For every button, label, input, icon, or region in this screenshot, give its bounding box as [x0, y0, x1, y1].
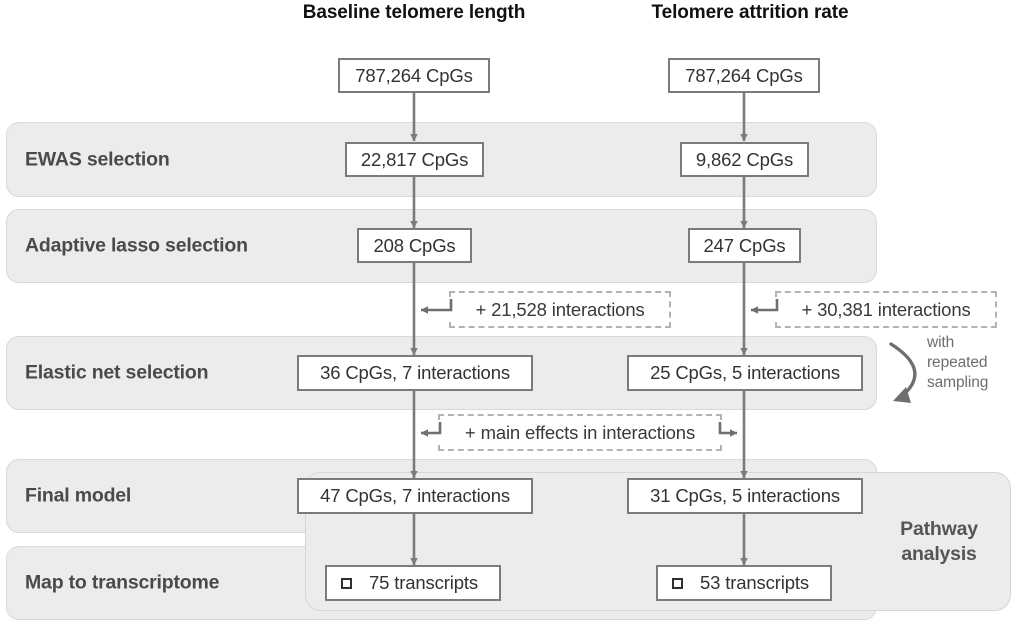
node-transcripts-baseline-label: 75 transcripts — [369, 572, 478, 593]
annotation-main-effects[interactable]: + main effects in interactions — [436, 414, 724, 451]
node-lasso-cpgs-baseline[interactable]: 208 CpGs — [357, 228, 472, 263]
stage-label-adaptive-lasso-selection: Adaptive lasso selection — [25, 234, 248, 257]
pathway-analysis-title-line2: analysis — [901, 542, 977, 565]
stage-label-elastic-net-selection: Elastic net selection — [25, 361, 209, 384]
column-header-baseline: Baseline telomere length — [302, 2, 526, 23]
node-ewas-cpgs-baseline[interactable]: 22,817 CpGs — [345, 142, 484, 177]
annotation-interactions-baseline[interactable]: + 21,528 interactions — [447, 291, 671, 328]
node-lasso-cpgs-attrition[interactable]: 247 CpGs — [688, 228, 801, 263]
node-input-cpgs-attrition[interactable]: 787,264 CpGs — [668, 58, 820, 93]
node-elastic-net-baseline[interactable]: 36 CpGs, 7 interactions — [297, 355, 533, 391]
node-input-cpgs-baseline[interactable]: 787,264 CpGs — [338, 58, 490, 93]
node-final-model-baseline[interactable]: 47 CpGs, 7 interactions — [297, 478, 533, 514]
square-marker-icon — [672, 577, 683, 589]
pathway-analysis-label: Pathway analysis — [876, 517, 1002, 567]
stage-label-map-to-transcriptome: Map to transcriptome — [25, 571, 220, 594]
square-marker-icon — [341, 577, 352, 589]
stage-label-final-model: Final model — [25, 484, 132, 507]
node-transcripts-attrition[interactable]: 53 transcripts — [656, 565, 832, 601]
pathway-analysis-title-line1: Pathway — [900, 517, 978, 540]
annotation-interactions-attrition[interactable]: + 30,381 interactions — [773, 291, 997, 328]
node-final-model-attrition[interactable]: 31 CpGs, 5 interactions — [627, 478, 863, 514]
node-elastic-net-attrition[interactable]: 25 CpGs, 5 interactions — [627, 355, 863, 391]
stage-label-ewas-selection: EWAS selection — [25, 148, 170, 170]
node-transcripts-baseline[interactable]: 75 transcripts — [325, 565, 501, 601]
repeated-sampling-note: with repeated sampling — [927, 334, 989, 391]
node-transcripts-attrition-label: 53 transcripts — [700, 572, 809, 593]
node-ewas-cpgs-attrition[interactable]: 9,862 CpGs — [680, 142, 809, 177]
column-header-attrition: Telomere attrition rate — [651, 2, 849, 23]
repeated-sampling-arrow — [889, 342, 917, 403]
